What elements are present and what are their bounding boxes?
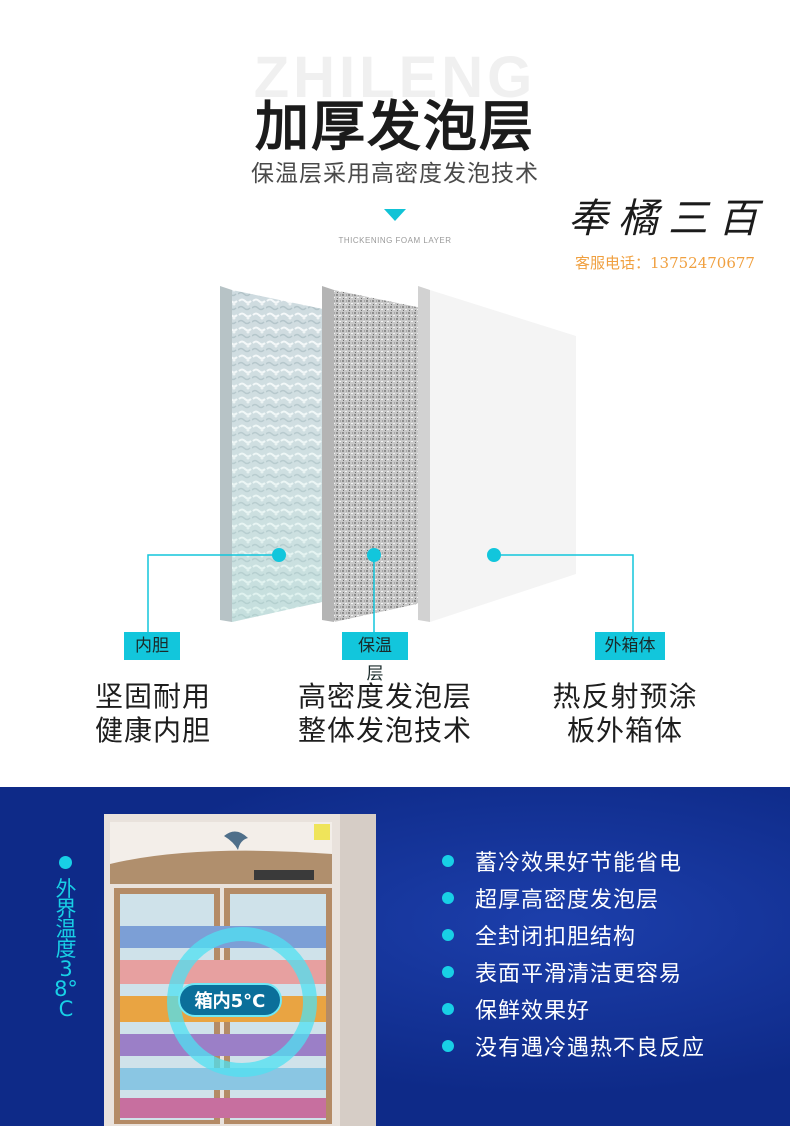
feature-text: 表面平滑清洁更容易	[475, 961, 683, 987]
feature-outer: 热反射预涂 板外箱体	[525, 680, 725, 748]
inside-temp-badge: 箱内5°C	[178, 983, 282, 1017]
feature-text: 没有遇冷遇热不良反应	[475, 1035, 706, 1061]
page-title: 加厚发泡层	[255, 95, 535, 158]
outside-temp-dot	[59, 856, 72, 869]
bullet-dot-icon	[442, 928, 454, 941]
outside-temp-label: 外界温度38°C	[54, 877, 78, 1021]
product-section: 外界温度38°C 箱内5°C 蓄冷效果好节能省电 超厚高密度发泡层	[0, 787, 790, 1126]
feature-insulation-line1: 高密度发泡层	[297, 680, 472, 713]
page-subtitle: 保温层采用高密度发泡技术	[251, 161, 539, 187]
feature-inner-line2: 健康内胆	[94, 714, 211, 747]
bullet-dot-icon	[442, 965, 454, 978]
list-item: 蓄冷效果好节能省电	[442, 842, 705, 879]
feature-text: 全封闭扣胆结构	[475, 924, 637, 950]
bullet-dot-icon	[442, 1039, 454, 1052]
bullet-dot-icon	[442, 854, 454, 867]
feature-insulation: 高密度发泡层 整体发泡技术	[270, 680, 500, 748]
connector-inner	[147, 548, 286, 636]
layer-tag-insulation: 保温层	[342, 632, 408, 684]
list-item: 超厚高密度发泡层	[442, 879, 705, 916]
down-triangle-icon	[384, 209, 406, 221]
feature-inner: 坚固耐用 健康内胆	[60, 680, 246, 748]
layer-tag-inner: 内胆	[124, 632, 180, 660]
list-item: 全封闭扣胆结构	[442, 916, 705, 953]
feature-insulation-line2: 整体发泡技术	[297, 714, 472, 747]
header-watermark: ZHILENG	[253, 45, 537, 110]
feature-outer-line1: 热反射预涂	[552, 680, 698, 713]
brand-calligraphy: 奉橘三百	[568, 196, 768, 242]
feature-outer-line2: 板外箱体	[566, 714, 683, 747]
service-phone: 客服电话：13752470677	[575, 254, 755, 272]
drink-shelves	[120, 926, 326, 1118]
feature-text: 保鲜效果好	[475, 998, 591, 1024]
connector-insulation	[367, 548, 381, 636]
bullet-dot-icon	[442, 1002, 454, 1015]
feature-text: 蓄冷效果好节能省电	[475, 850, 683, 876]
display-fridge-image	[104, 814, 376, 1126]
list-item: 表面平滑清洁更容易	[442, 953, 705, 990]
feature-text: 超厚高密度发泡层	[475, 887, 660, 913]
layer-tag-outer: 外箱体	[595, 632, 665, 660]
foam-layers-illustration	[147, 286, 634, 636]
product-features-list: 蓄冷效果好节能省电 超厚高密度发泡层 全封闭扣胆结构 表面平滑清洁更容易 保鲜效…	[442, 842, 705, 1064]
connector-outer	[487, 548, 634, 636]
list-item: 保鲜效果好	[442, 990, 705, 1027]
foam-layer-caption: THICKENING FOAM LAYER	[338, 236, 452, 245]
bullet-dot-icon	[442, 891, 454, 904]
list-item: 没有遇冷遇热不良反应	[442, 1027, 705, 1064]
feature-inner-line1: 坚固耐用	[94, 680, 211, 713]
outer-shell-panel	[418, 286, 576, 622]
